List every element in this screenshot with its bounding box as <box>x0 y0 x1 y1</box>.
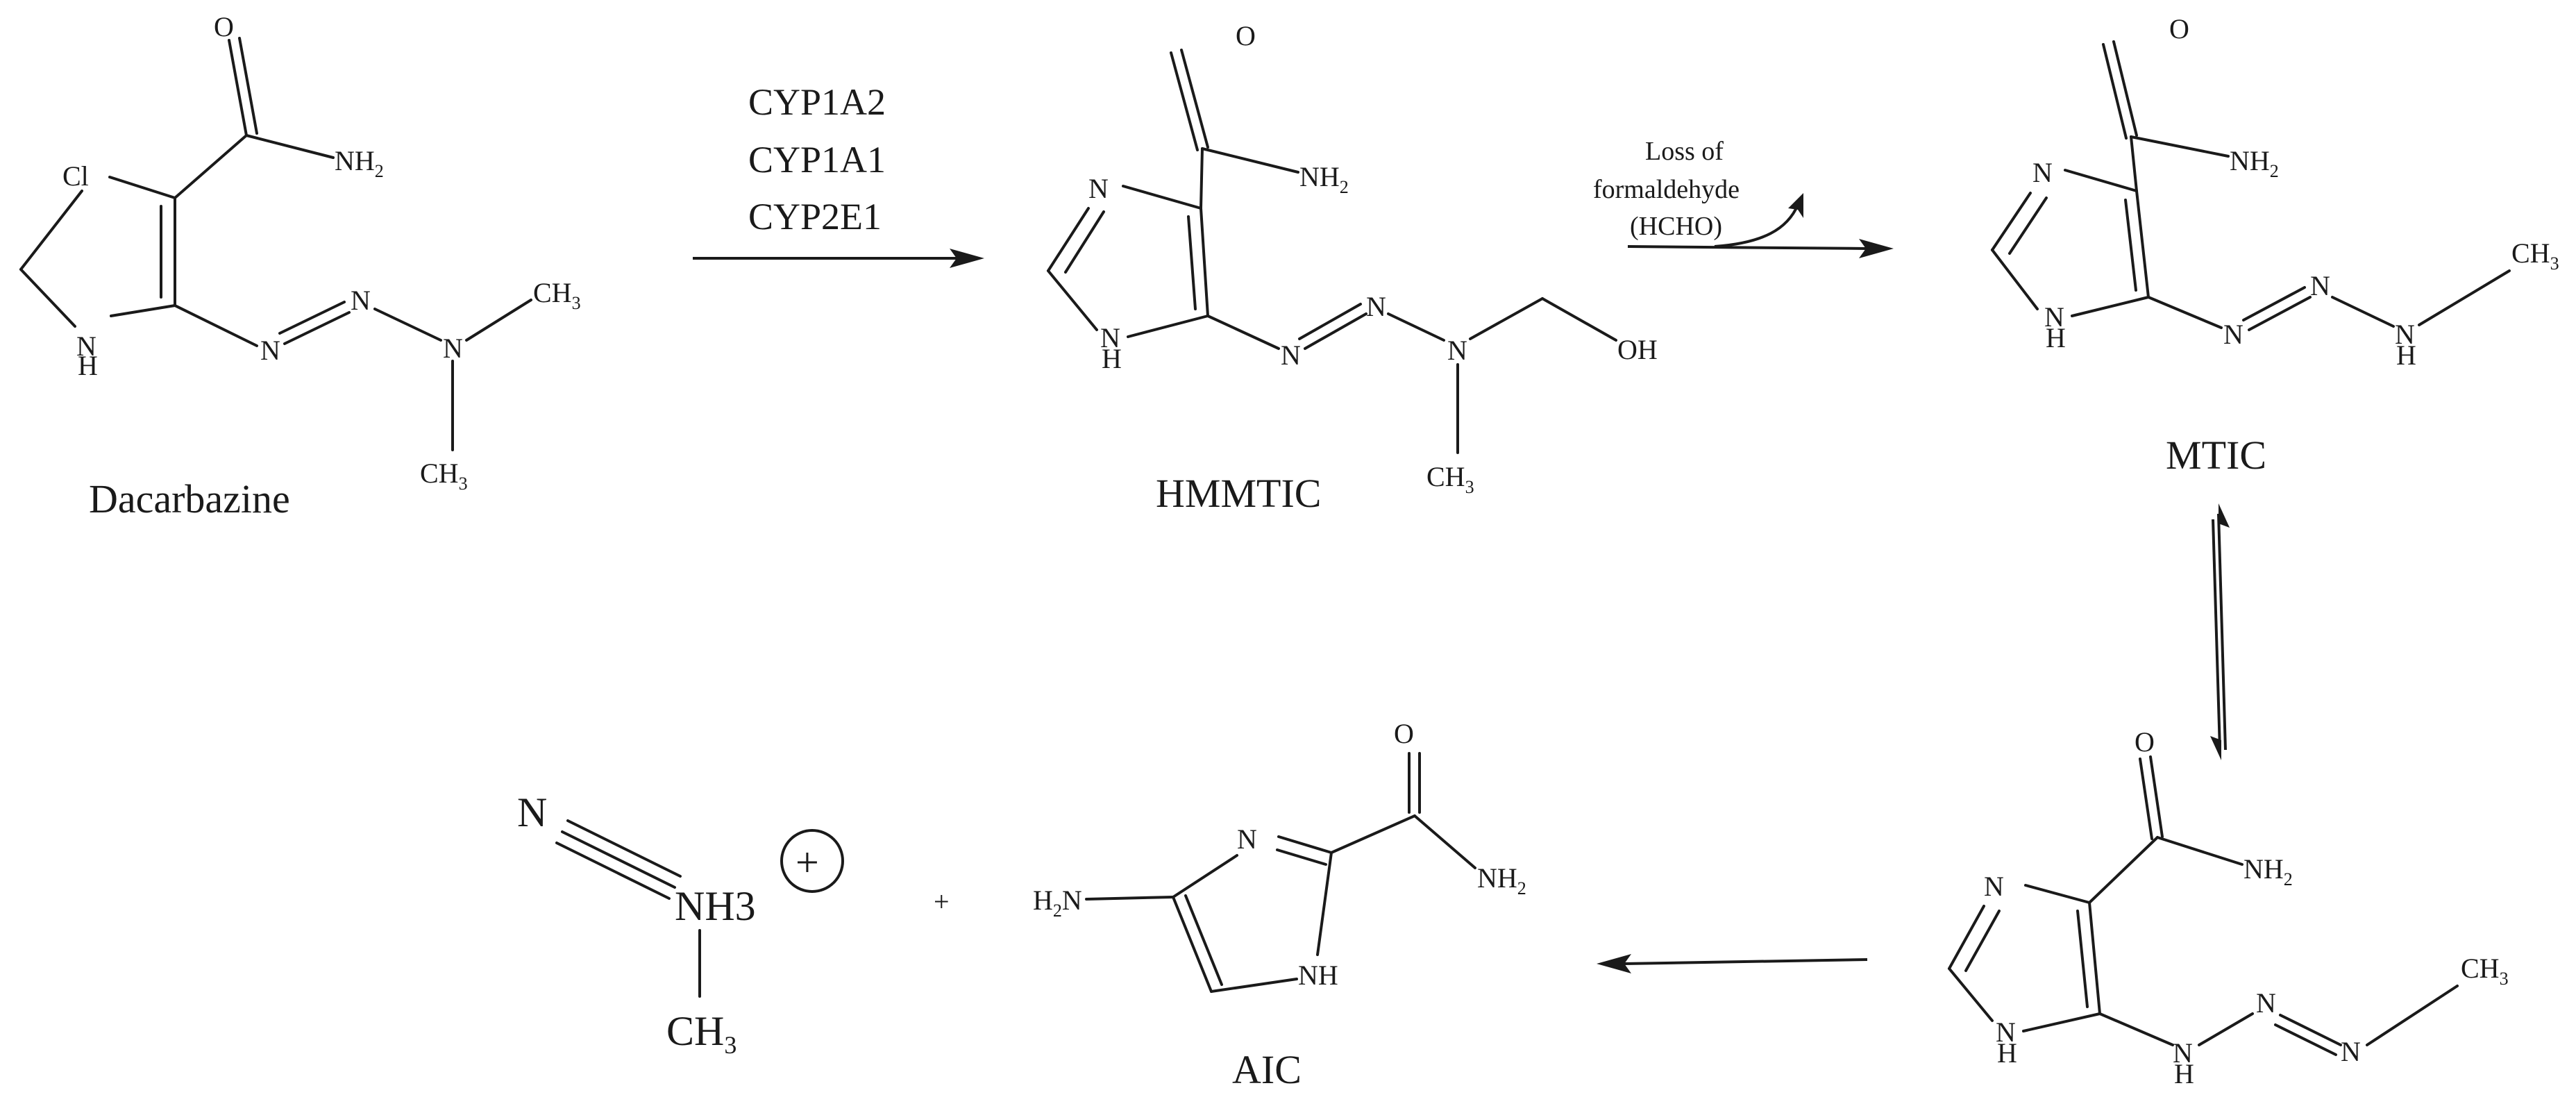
metabolic-arrow-step2: Loss of formaldehyde (HCHO) <box>1593 137 1894 258</box>
enzyme-label-3: CYP2E1 <box>748 196 882 237</box>
triazene-n3-label: N <box>1447 335 1467 366</box>
condition-line-1: Loss of <box>1645 137 1724 166</box>
ring-h-label: H <box>78 350 98 381</box>
triazene-n3-label: N <box>443 333 463 364</box>
ring-nh-label: N <box>1100 322 1120 353</box>
oxygen-label: O <box>214 11 234 42</box>
triazene-n1-label: N <box>1281 340 1301 371</box>
tautomer-structure: O NH2 N N H N H N N CH3 <box>1948 726 2509 1089</box>
tautomer-equilibrium-arrows <box>2210 503 2230 760</box>
enzyme-label-1: CYP1A2 <box>748 81 886 123</box>
aic-name: AIC <box>1232 1047 1302 1092</box>
oxygen-label: O <box>2135 726 2155 758</box>
amide-nh2-label: NH2 <box>335 145 384 181</box>
metabolic-arrow-step1: CYP1A2 CYP1A1 CYP2E1 <box>693 81 984 268</box>
nh3-label: NH3 <box>675 883 756 929</box>
triazene-n2-label: N <box>1366 291 1386 322</box>
ring-n-label: N <box>2032 157 2053 188</box>
methyl-label: CH3 <box>666 1008 736 1059</box>
nitrogen-label: N <box>517 789 547 835</box>
condition-line-3: (HCHO) <box>1630 212 1722 241</box>
triazene-h-label: H <box>2396 340 2416 371</box>
methyl-a-label: CH3 <box>533 277 581 313</box>
condition-line-2: formaldehyde <box>1593 175 1740 204</box>
ring-n-label: N <box>1237 823 1257 855</box>
oxygen-label: O <box>2169 13 2189 44</box>
ring-n-label: N <box>1984 871 2004 902</box>
amide-nh2-label: NH2 <box>2230 145 2279 181</box>
enzyme-label-2: CYP1A1 <box>748 139 886 181</box>
ring-nh-label: NH <box>1298 960 1338 991</box>
triazene-n2-label: N <box>2256 987 2276 1019</box>
chlorine-label: Cl <box>62 160 89 192</box>
dacarbazine-name: Dacarbazine <box>89 476 290 521</box>
methyl-label: CH3 <box>1426 461 1474 497</box>
methyl-label: CH3 <box>2511 237 2559 274</box>
metabolic-arrow-step3 <box>1597 954 1868 973</box>
ring-h-label: H <box>2046 322 2066 353</box>
positive-charge-icon <box>780 829 844 893</box>
mtic-name: MTIC <box>2166 433 2266 478</box>
methyldiazonium-structure: N NH3 + CH3 <box>517 789 844 1059</box>
charge-label: + <box>795 839 819 885</box>
dacarbazine-structure: O NH2 Cl N H N N N CH3 CH3 Dacarbazine <box>19 11 581 521</box>
aic-structure: O NH2 N NH H2N AIC <box>1033 718 1526 1092</box>
triazene-n3-label: N <box>2395 319 2415 350</box>
amino-label: H2N <box>1033 885 1082 921</box>
mtic-structure: O NH2 N N H N N N H CH3 MTIC <box>1991 13 2559 478</box>
oxygen-label: O <box>1236 20 1256 51</box>
ring-n-label: N <box>1088 173 1109 204</box>
methyl-label: CH3 <box>2461 953 2509 989</box>
amide-nh2-label: NH2 <box>2244 853 2293 889</box>
ring-nh-label: N <box>76 330 96 362</box>
triazene-n3-label: N <box>2341 1036 2361 1067</box>
methyl-b-label: CH3 <box>420 458 468 494</box>
oxygen-label: O <box>1394 718 1414 749</box>
ring-nh-label: N <box>2044 301 2064 333</box>
triazene-n2-label: N <box>2310 270 2330 301</box>
plus-sign: + <box>934 886 950 917</box>
hmmtic-name: HMMTIC <box>1156 471 1321 516</box>
triazene-n1-label: N <box>2223 319 2244 350</box>
amide-nh2-label: NH2 <box>1477 862 1526 898</box>
amide-nh2-label: NH2 <box>1299 161 1349 197</box>
triazene-h-label: H <box>2174 1058 2194 1089</box>
ring-h-label: H <box>1102 343 1122 374</box>
triazene-n1-label: N <box>260 335 280 366</box>
triazene-n1-label: N <box>2173 1037 2193 1069</box>
ring-h-label: H <box>1997 1037 2017 1069</box>
hydroxyl-label: OH <box>1617 334 1658 365</box>
ring-nh-label: N <box>1996 1016 2016 1048</box>
triazene-n2-label: N <box>351 285 371 316</box>
hmmtic-structure: O NH2 N N H N N N OH CH3 HMMTIC <box>1047 20 1658 516</box>
